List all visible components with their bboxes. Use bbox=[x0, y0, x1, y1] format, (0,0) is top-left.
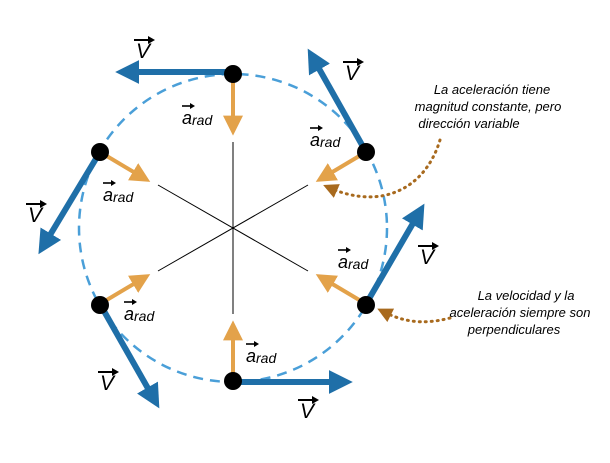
velocity-label-lower-right: V bbox=[418, 242, 439, 269]
particle-point-upper-left bbox=[91, 143, 109, 161]
svg-text:arad: arad bbox=[310, 130, 341, 150]
velocity-label-upper-left: V bbox=[26, 200, 47, 227]
velocity-label-bottom: V bbox=[298, 396, 319, 423]
annotation-top: La aceleración tiene magnitud constante,… bbox=[415, 82, 562, 131]
annotation-bottom-line-3: perpendiculares bbox=[467, 322, 561, 337]
accel-label-bottom: arad bbox=[246, 341, 277, 366]
annotation-bottom-line-2: aceleración siempre son bbox=[450, 305, 591, 320]
annotation-pointer-bottom bbox=[377, 308, 452, 324]
velocity-arrow-lower-right bbox=[363, 203, 425, 306]
velocity-label-lower-left: V bbox=[98, 368, 119, 395]
svg-text:V: V bbox=[100, 372, 116, 395]
particle-point-lower-right bbox=[357, 296, 375, 314]
particle-points bbox=[91, 65, 375, 390]
velocity-arrow-upper-left bbox=[38, 150, 103, 255]
annotation-top-line-3: dirección variable bbox=[418, 116, 519, 131]
svg-text:arad: arad bbox=[103, 185, 134, 205]
svg-text:V: V bbox=[136, 40, 152, 63]
velocity-arrows bbox=[38, 48, 425, 409]
svg-text:V: V bbox=[28, 204, 44, 227]
velocity-label-upper-right: V bbox=[343, 58, 364, 85]
annotation-pointer-top bbox=[323, 138, 442, 199]
accel-label-top: arad bbox=[182, 103, 213, 128]
accel-label-lower-right: arad bbox=[338, 247, 369, 272]
svg-text:arad: arad bbox=[124, 304, 155, 324]
velocity-arrow-upper-right bbox=[307, 48, 369, 154]
velocity-labels: V V V V V V bbox=[26, 36, 439, 423]
svg-text:arad: arad bbox=[182, 108, 213, 128]
annotation-top-line-2: magnitud constante, pero bbox=[415, 99, 562, 114]
velocity-arrow-lower-left bbox=[97, 302, 160, 409]
accel-label-upper-left: arad bbox=[103, 180, 134, 205]
svg-text:V: V bbox=[345, 62, 361, 85]
annotation-top-line-1: La aceleración tiene bbox=[434, 82, 550, 97]
particle-point-upper-right bbox=[357, 143, 375, 161]
particle-point-bottom bbox=[224, 372, 242, 390]
svg-text:V: V bbox=[300, 400, 316, 423]
accel-label-upper-right: arad bbox=[310, 125, 341, 150]
velocity-label-top: V bbox=[134, 36, 155, 63]
svg-text:V: V bbox=[420, 246, 436, 269]
annotation-bottom: La velocidad y la aceleración siempre so… bbox=[450, 288, 591, 337]
svg-text:arad: arad bbox=[338, 252, 369, 272]
accel-label-lower-left: arad bbox=[124, 299, 155, 324]
svg-text:arad: arad bbox=[246, 346, 277, 366]
radius-lines bbox=[157, 142, 309, 314]
annotation-bottom-line-1: La velocidad y la bbox=[478, 288, 575, 303]
acceleration-labels: arad arad arad arad arad arad bbox=[103, 103, 369, 366]
particle-point-top bbox=[224, 65, 242, 83]
particle-point-lower-left bbox=[91, 296, 109, 314]
radius-line-diagonal-b bbox=[157, 184, 309, 272]
